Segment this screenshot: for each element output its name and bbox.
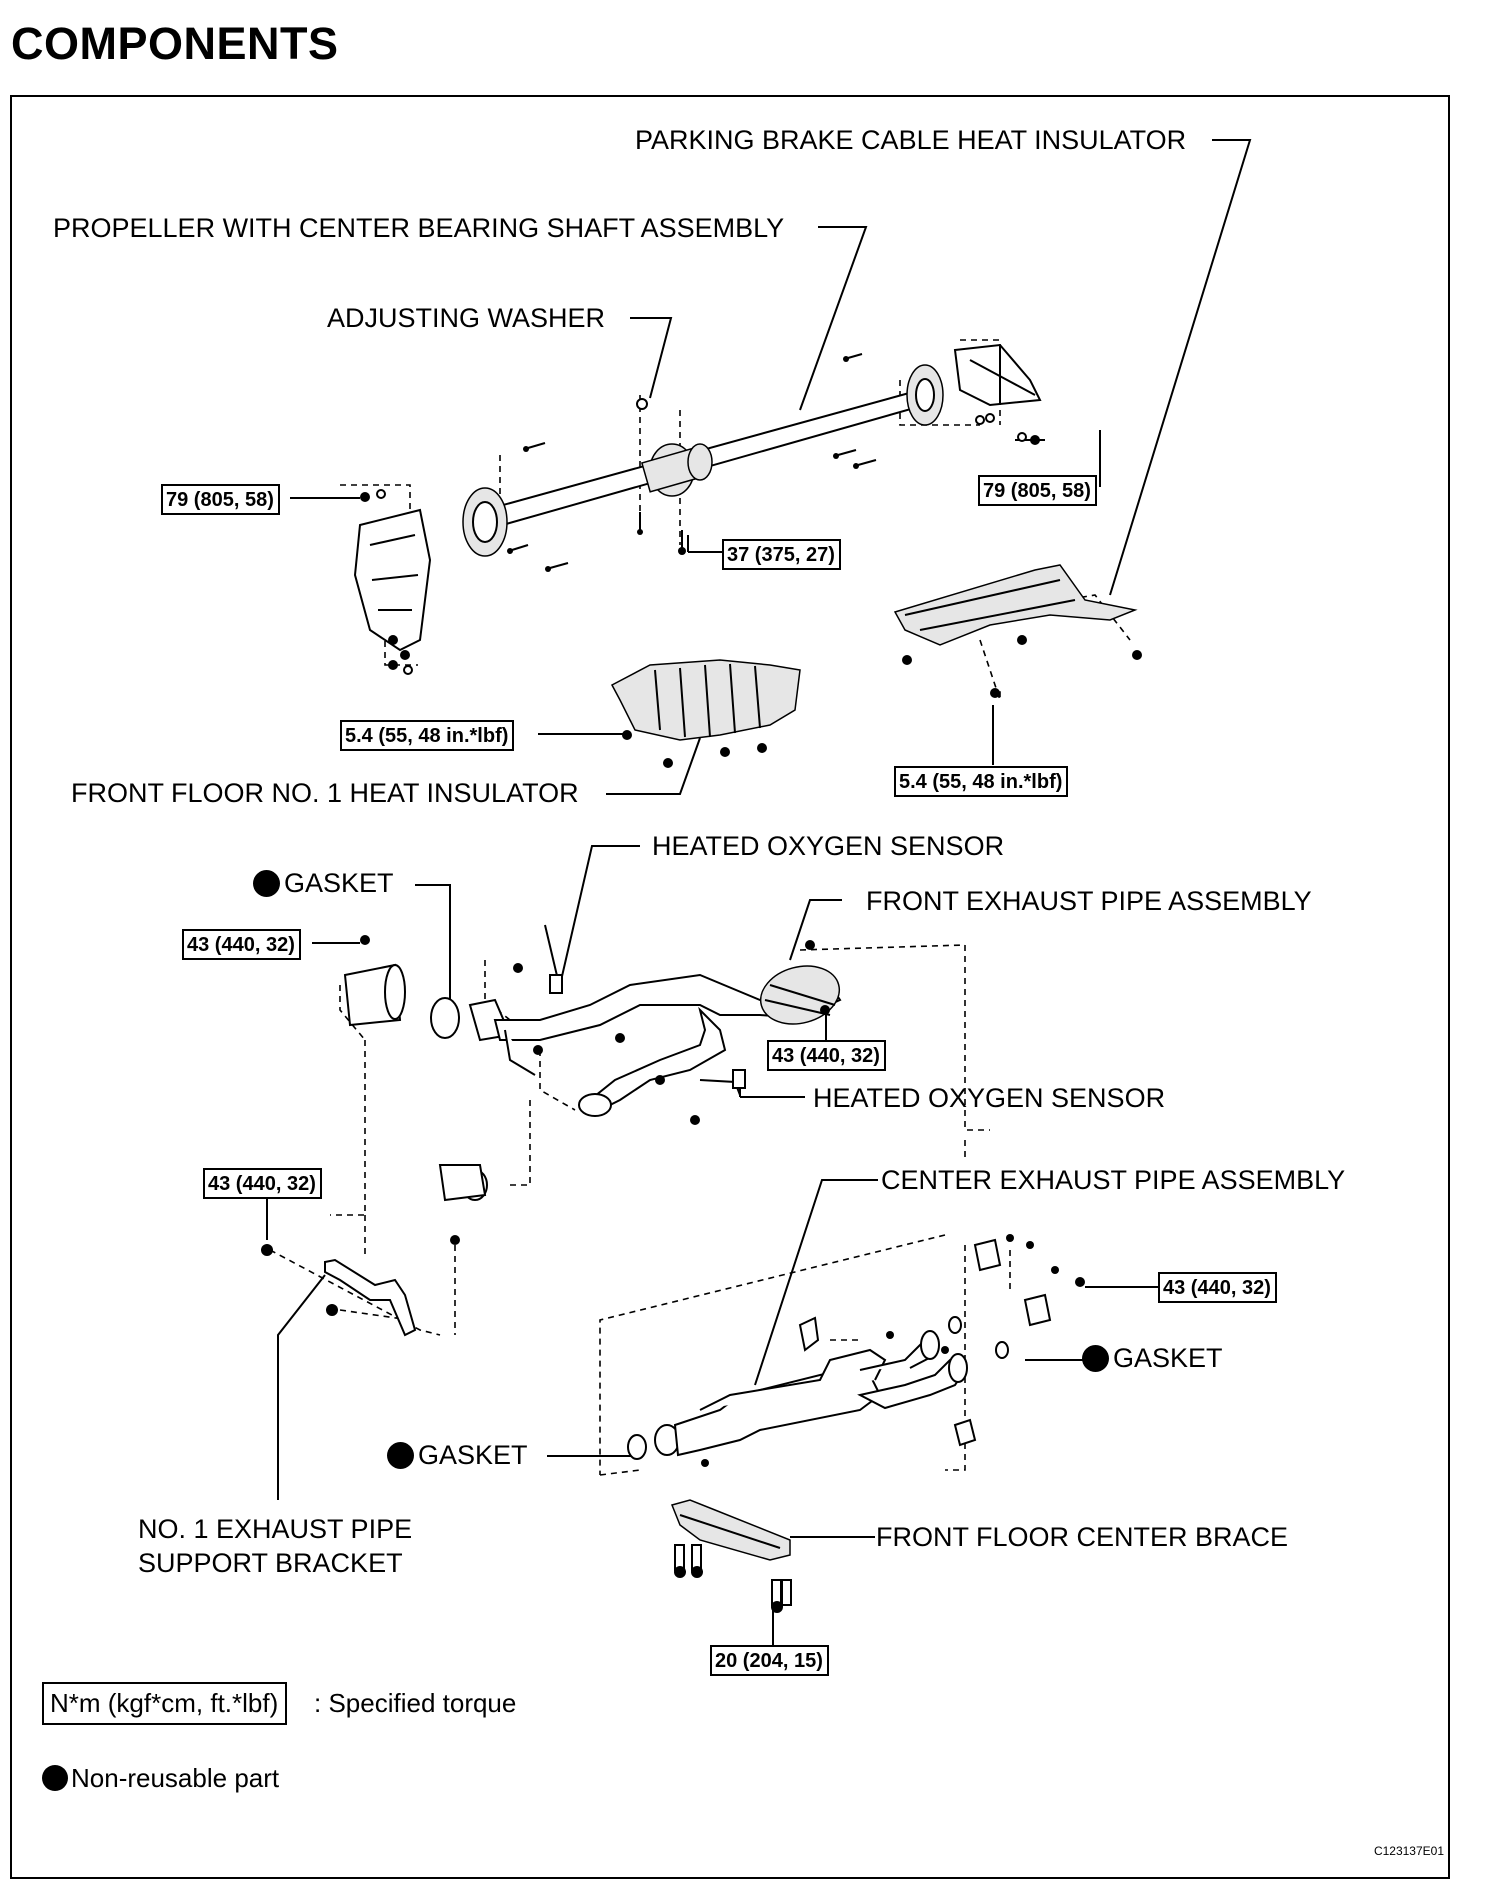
label-support-bracket: NO. 1 EXHAUST PIPE SUPPORT BRACKET: [138, 1512, 412, 1580]
label-propeller-shaft: PROPELLER WITH CENTER BEARING SHAFT ASSE…: [53, 213, 785, 243]
label-support-bracket-line1: NO. 1 EXHAUST PIPE: [138, 1514, 413, 1544]
center-brace-shape: [670, 1499, 792, 1613]
label-gasket-3: GASKET: [387, 1442, 528, 1469]
front-floor-heat-insulator-shape: [610, 659, 801, 768]
non-reusable-dot-icon: [42, 1765, 68, 1791]
torque-propeller-right: 79 (805, 58): [978, 475, 1097, 506]
legend-torque-box: N*m (kgf*cm, ft.*lbf): [42, 1682, 288, 1725]
non-reusable-dot-icon: [387, 1442, 414, 1469]
label-gasket-1: GASKET: [253, 870, 394, 897]
label-support-bracket-line2: SUPPORT BRACKET: [138, 1548, 403, 1578]
torque-propeller-left: 79 (805, 58): [161, 484, 280, 515]
label-parking-brake-heat-insulator: PARKING BRAKE CABLE HEAT INSULATOR: [635, 125, 1187, 155]
support-bracket-shape: [261, 1244, 417, 1337]
reference-code: C123137E01: [1373, 1844, 1444, 1858]
label-front-floor-center-brace: FRONT FLOOR CENTER BRACE: [876, 1522, 1289, 1552]
front-exhaust-pipe-shape: [343, 924, 842, 1245]
label-heated-oxygen-sensor-1: HEATED OXYGEN SENSOR: [652, 831, 1005, 861]
torque-center-bearing: 37 (375, 27): [722, 539, 841, 570]
torque-front-pipe-left: 43 (440, 32): [182, 929, 301, 960]
label-gasket-2: GASKET: [1082, 1345, 1223, 1372]
torque-front-pipe-right: 43 (440, 32): [767, 1040, 886, 1071]
torque-insulator-left: 5.4 (55, 48 in.*lbf): [340, 720, 515, 751]
torque-bracket: 43 (440, 32): [203, 1168, 322, 1199]
legend-non-reusable: Non-reusable part: [42, 1765, 279, 1791]
label-heated-oxygen-sensor-2: HEATED OXYGEN SENSOR: [813, 1083, 1166, 1113]
leader-lines: [266, 139, 1252, 1645]
torque-brace: 20 (204, 15): [710, 1645, 829, 1676]
label-front-floor-heat-insulator: FRONT FLOOR NO. 1 HEAT INSULATOR: [71, 778, 579, 808]
label-front-exhaust-pipe: FRONT EXHAUST PIPE ASSEMBLY: [866, 886, 1312, 916]
page-title: COMPONENTS: [11, 18, 339, 69]
legend-non-reusable-text: Non-reusable part: [71, 1763, 280, 1793]
propeller-shaft-assembly: [353, 343, 1042, 652]
non-reusable-dot-icon: [1082, 1345, 1109, 1372]
non-reusable-dot-icon: [253, 870, 280, 897]
label-adjusting-washer: ADJUSTING WASHER: [327, 303, 606, 333]
legend-torque-text: : Specified torque: [314, 1688, 517, 1718]
diagram-frame: [10, 95, 1450, 1879]
parking-brake-heat-insulator-shape: [893, 564, 1142, 698]
assembly-dash-lines: [269, 339, 1131, 1476]
center-exhaust-pipe-shape: [627, 1234, 1085, 1467]
torque-center-pipe-right: 43 (440, 32): [1158, 1272, 1277, 1303]
label-center-exhaust-pipe: CENTER EXHAUST PIPE ASSEMBLY: [881, 1165, 1346, 1195]
propeller-fasteners: [360, 353, 1040, 675]
torque-insulator-right: 5.4 (55, 48 in.*lbf): [894, 766, 1069, 797]
